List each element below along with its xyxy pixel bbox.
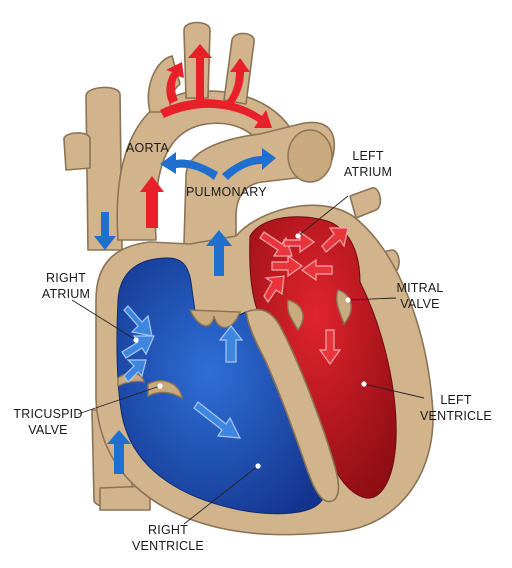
tricuspid-valve-label-line2: VALVE — [28, 423, 67, 437]
tricuspid-valve-leaflet — [147, 380, 183, 400]
left-ventricle-label-line2: VENTRICLE — [420, 409, 492, 423]
left-ventricle-label-line1: LEFT — [440, 393, 472, 407]
pulmonary-vein-upper — [349, 187, 382, 219]
pulmonary-opening — [287, 129, 333, 183]
mitral-valve-label-line2: VALVE — [400, 297, 439, 311]
vena-cava-stub — [99, 485, 151, 511]
tricuspid-valve-label-line1: TRICUSPID — [13, 407, 82, 421]
leader-lines — [71, 195, 425, 525]
vena-cava-branch — [63, 132, 91, 171]
aorta-label: AORTA — [126, 141, 169, 155]
aortic-flow-arrows — [140, 44, 272, 228]
right-chamber-flow-arrows — [121, 305, 244, 439]
left-chamber-flow-arrows — [259, 227, 349, 366]
pulmonary-flow-arrows — [160, 148, 276, 276]
right-ventricle-label-line1: RIGHT — [148, 523, 188, 537]
mitral-valve-label-line1: MITRAL — [396, 281, 443, 295]
pointer-dots — [133, 233, 367, 469]
right-atrium-label-line1: RIGHT — [46, 271, 86, 285]
right-ventricle-label-line2: VENTRICLE — [132, 539, 204, 553]
left-atrium-label-line1: LEFT — [352, 149, 384, 163]
pulmonary-label: PULMONARY — [186, 185, 267, 199]
mitral-valve-leaflet-1 — [286, 299, 304, 332]
vena-cava-flow-arrows — [94, 212, 131, 474]
right-atrium-label-line2: ATRIUM — [42, 287, 90, 301]
left-atrium-label-line2: ATRIUM — [344, 165, 392, 179]
septum — [245, 308, 340, 503]
pulmonary-valve — [188, 309, 242, 329]
